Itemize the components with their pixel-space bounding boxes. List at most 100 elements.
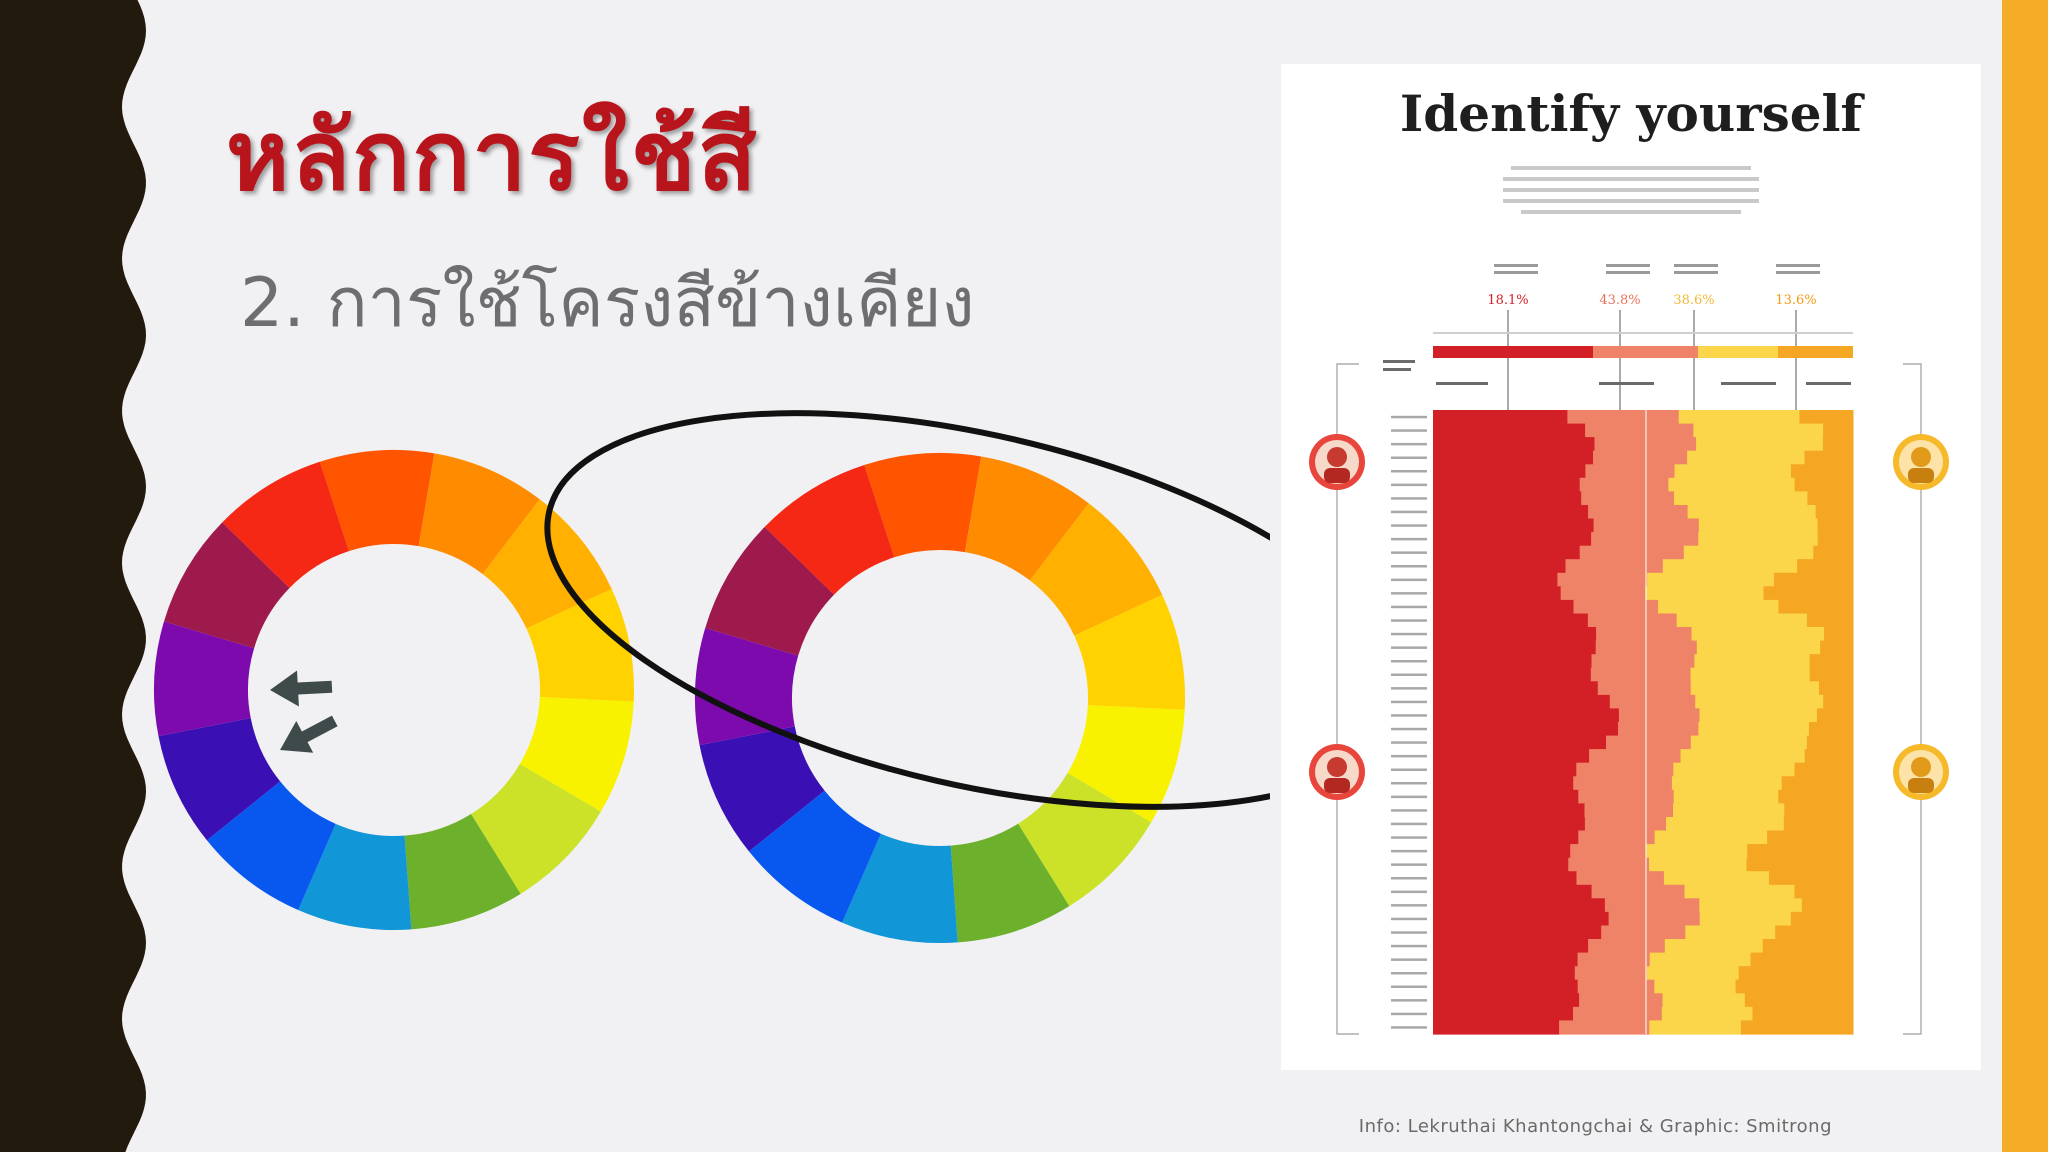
stack-band: [1647, 572, 1775, 587]
stack-band: [1560, 586, 1646, 601]
stack-band: [1658, 599, 1779, 615]
date-tick: [1391, 890, 1427, 894]
stack-band: [1591, 532, 1699, 547]
stack-band: [1699, 898, 1803, 913]
date-tick: [1391, 619, 1427, 622]
stack-band: [1822, 437, 1854, 452]
stack-band: [1799, 410, 1854, 425]
date-tick: [1391, 510, 1427, 514]
stack-band: [1585, 423, 1694, 438]
wheel-segment: [526, 588, 635, 702]
stack-band: [1649, 857, 1747, 872]
stack-band: [1433, 464, 1586, 479]
stack-band: [1685, 925, 1776, 940]
stack-band: [1433, 898, 1606, 913]
stack-band: [1433, 884, 1593, 899]
stack-band: [1433, 735, 1607, 750]
stack-band: [1738, 966, 1854, 981]
date-tick: [1391, 442, 1427, 446]
stack-band: [1433, 939, 1589, 954]
wheel-segment: [206, 781, 336, 911]
date-tick: [1391, 537, 1427, 541]
stack-band: [1433, 993, 1580, 1008]
yellow-portrait-icon: [1893, 434, 1949, 490]
date-tick: [1391, 741, 1427, 744]
stack-band: [1433, 708, 1620, 723]
stack-band: [1676, 613, 1808, 628]
stack-band: [1781, 776, 1854, 791]
stack-band: [1645, 586, 1764, 601]
color-wheels: [153, 410, 1270, 944]
wheel-segment: [164, 522, 290, 649]
stack-band: [1433, 722, 1619, 737]
wheel-segment: [519, 697, 634, 812]
date-tick: [1391, 429, 1427, 432]
date-tick: [1391, 822, 1427, 826]
stack-band: [1433, 979, 1579, 994]
stack-band: [1585, 464, 1675, 479]
wheel-segment: [1074, 594, 1185, 710]
slide-subtitle: 2. การใช้โครงสีข้างเคียง: [240, 264, 975, 343]
wheel-segment: [404, 814, 521, 930]
stack-band: [1573, 1006, 1663, 1022]
stack-band: [1576, 871, 1665, 886]
stack-band: [1817, 532, 1854, 547]
date-tick: [1391, 985, 1427, 988]
slide-title: หลักการใช้สี: [226, 99, 759, 212]
stack-band: [1693, 423, 1824, 438]
stack-band: [1806, 735, 1854, 750]
date-tick: [1391, 958, 1427, 961]
stack-band: [1433, 572, 1558, 587]
stack-band: [1433, 966, 1576, 981]
stack-band: [1579, 993, 1663, 1008]
stack-band: [1581, 491, 1675, 506]
stack-band: [1577, 979, 1655, 994]
stack-band: [1698, 518, 1818, 533]
date-tick: [1391, 673, 1427, 676]
stack-band: [1597, 681, 1692, 696]
date-tick: [1391, 863, 1427, 866]
wheel-segment: [748, 790, 881, 923]
stack-band: [1588, 939, 1666, 954]
stack-band: [1433, 491, 1582, 506]
date-tick: [1391, 782, 1427, 785]
stack-band: [1433, 450, 1594, 465]
stack-band: [1433, 477, 1581, 492]
stack-band: [1807, 491, 1854, 506]
stack-band: [1662, 993, 1746, 1008]
stack-band: [1433, 830, 1579, 845]
date-tick: [1391, 999, 1427, 1002]
stack-band: [1684, 884, 1795, 899]
stack-band: [1433, 586, 1562, 601]
date-tick: [1391, 1026, 1427, 1029]
stack-band: [1565, 559, 1664, 574]
wheel-segment: [418, 453, 540, 574]
stack-band: [1775, 925, 1854, 940]
date-tick: [1391, 632, 1427, 636]
stack-band: [1433, 871, 1577, 886]
stack-band: [1433, 559, 1566, 574]
stat-value: 38.6%: [1673, 293, 1714, 308]
stack-band: [1750, 952, 1854, 967]
stack-band: [1649, 952, 1752, 967]
stack-band: [1690, 681, 1820, 696]
date-tick: [1391, 714, 1427, 717]
stacked-area-chart: [1433, 410, 1854, 1035]
stack-band: [1433, 911, 1610, 927]
wheel-segment: [864, 453, 982, 558]
stack-band: [1804, 450, 1854, 465]
stack-band: [1662, 559, 1798, 574]
stack-band: [1778, 599, 1854, 615]
stack-band: [1578, 830, 1656, 845]
stack-band: [1744, 993, 1854, 1008]
stack-band: [1691, 627, 1825, 642]
stack-band: [1763, 586, 1854, 601]
stack-band: [1695, 694, 1824, 710]
stack-band: [1824, 627, 1854, 642]
date-tick: [1391, 768, 1427, 771]
infographic-panel: Identify yourself 18.1% 43.8% 38.6% 13.6…: [1281, 64, 1981, 1070]
stack-band: [1740, 1020, 1854, 1035]
stack-band: [1433, 817, 1586, 832]
stack-band: [1790, 911, 1854, 927]
stack-band: [1683, 545, 1814, 560]
